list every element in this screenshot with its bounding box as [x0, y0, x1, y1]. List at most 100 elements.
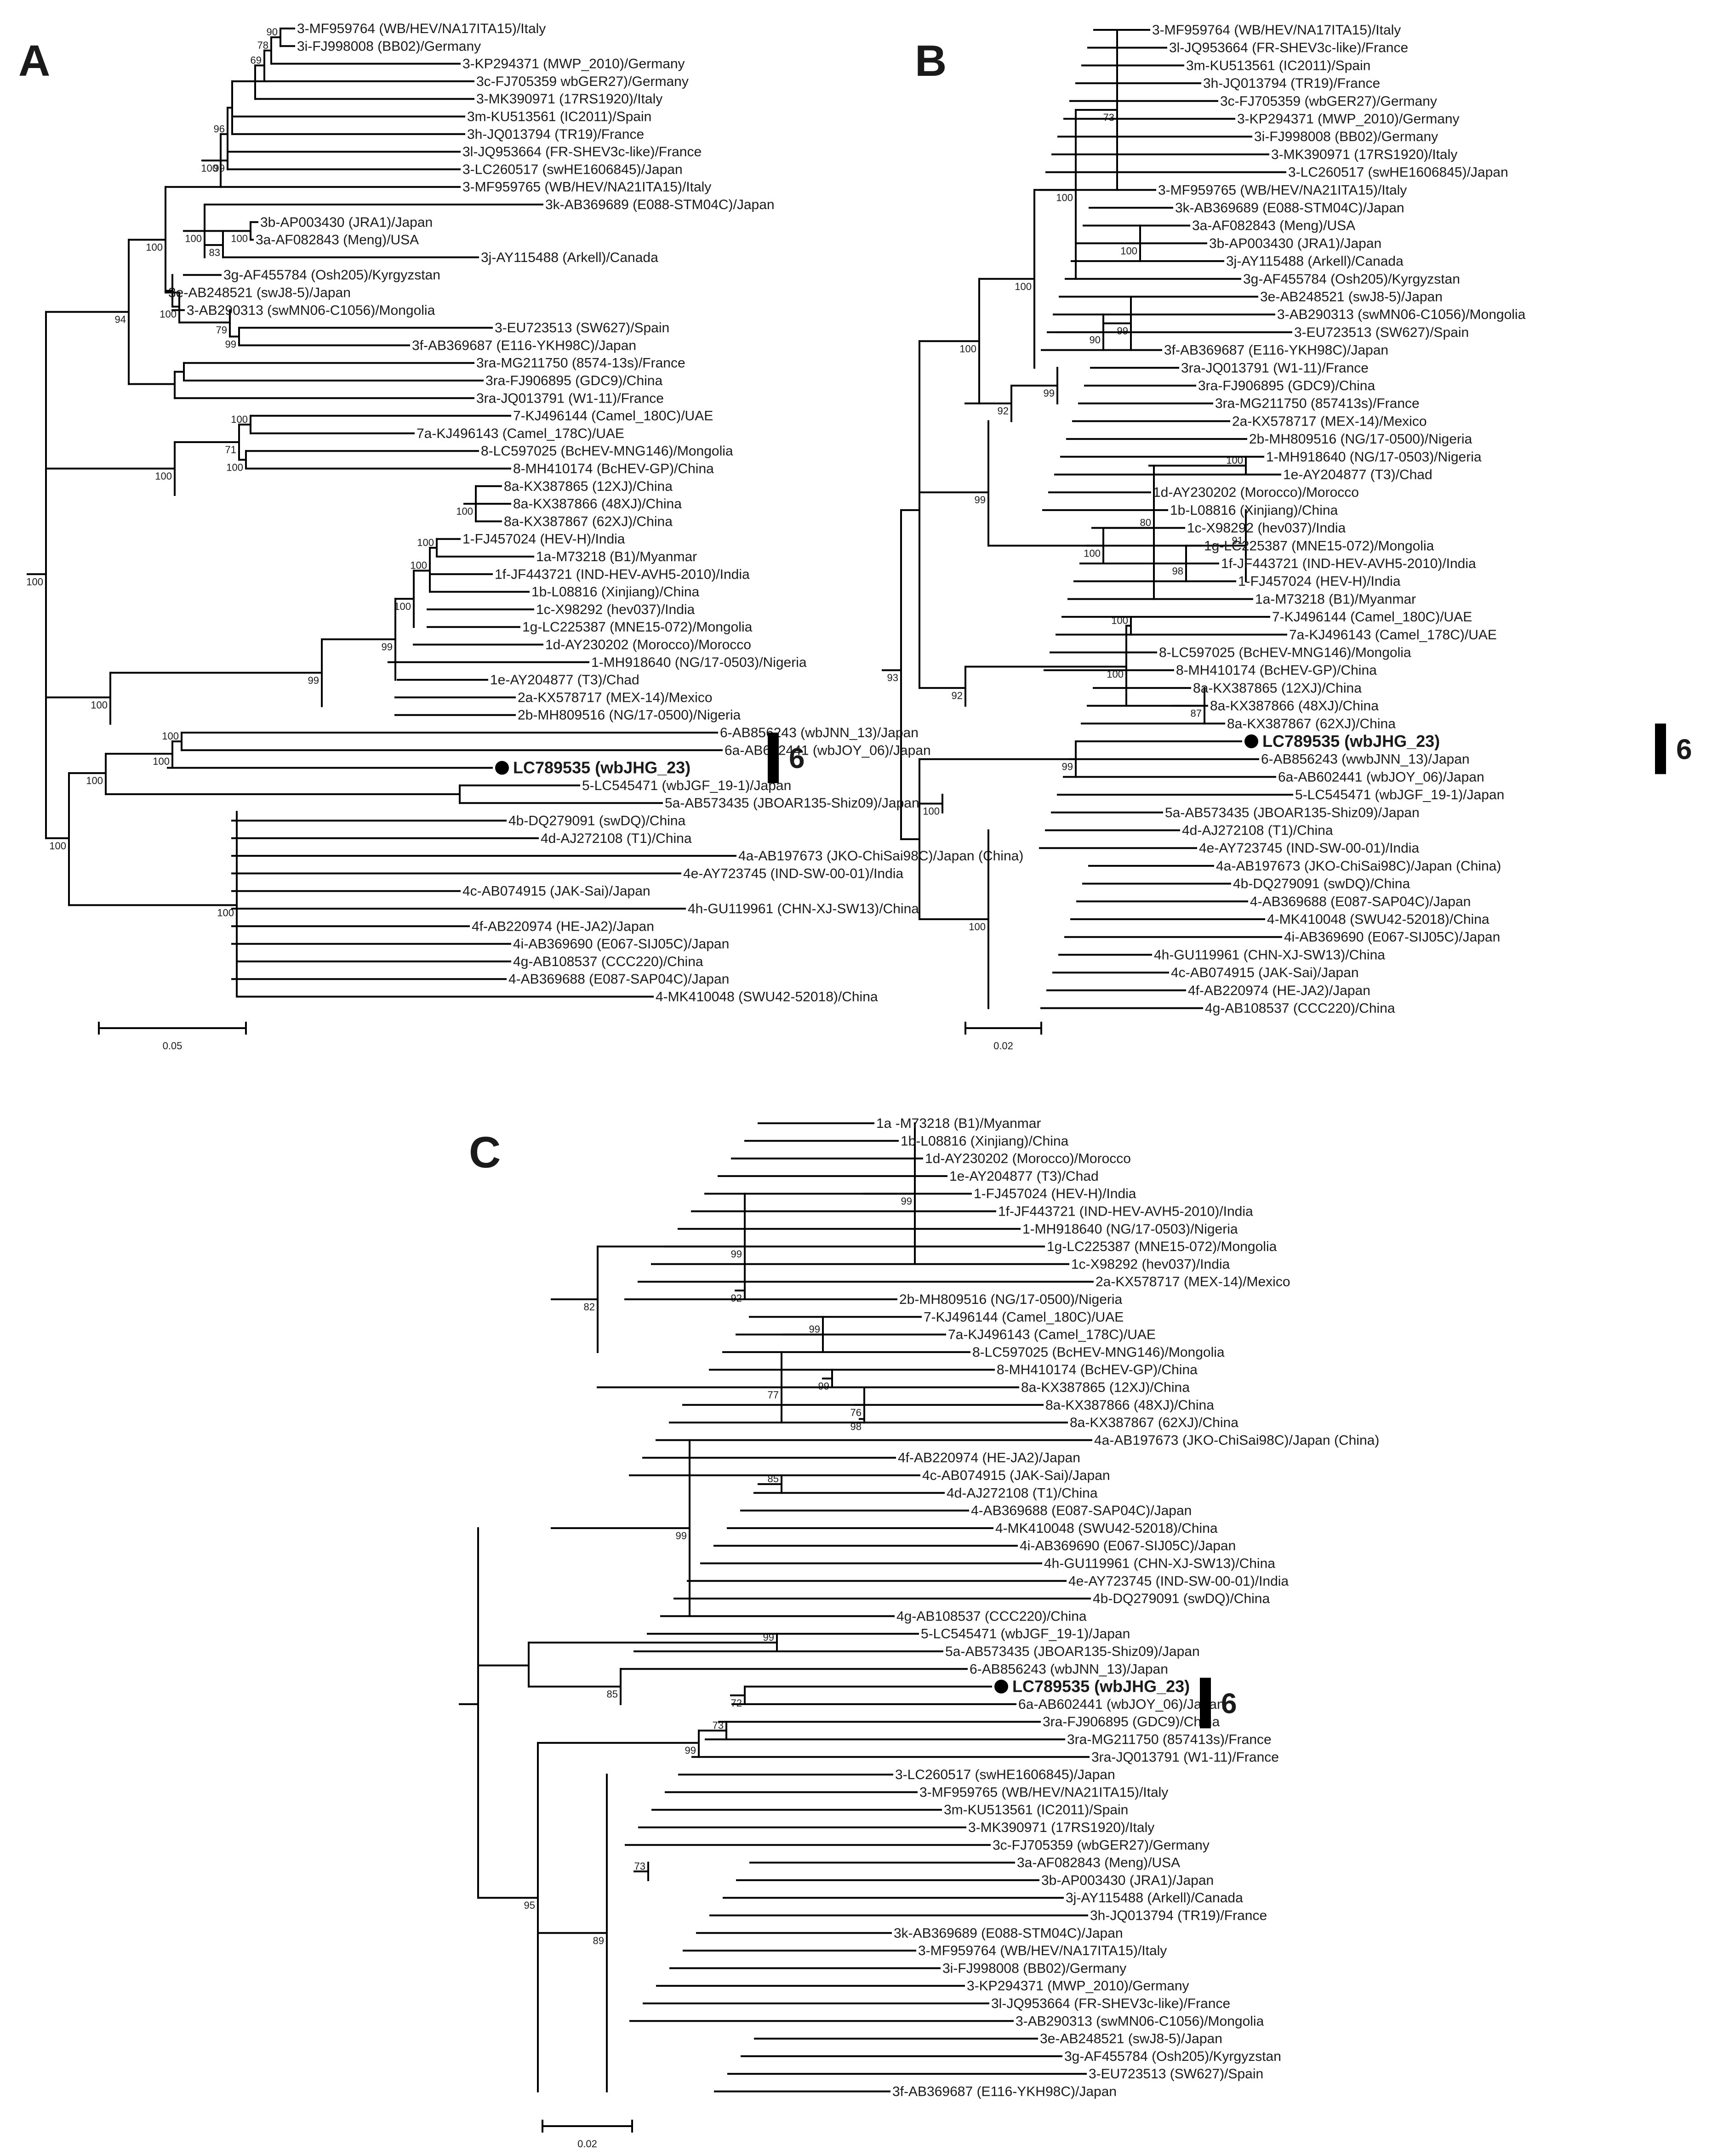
highlight-marker — [994, 1679, 1008, 1694]
bootstrap-value: 99 — [308, 675, 319, 686]
bootstrap-value: 100 — [162, 730, 179, 742]
leaf-label: 3-MK390971 (17RS1920)/Italy — [968, 1820, 1154, 1835]
leaf-label: 1e-AY204877 (T3)/Chad — [949, 1169, 1099, 1184]
bootstrap-value: 100 — [153, 756, 170, 767]
panel-letter: B — [915, 36, 947, 85]
bootstrap-value: 100 — [394, 601, 411, 612]
leaf-label: 4f-AB220974 (HE-JA2)/Japan — [472, 919, 654, 934]
leaf-label: 7a-KJ496143 (Camel_178C)/UAE — [1289, 627, 1497, 643]
leaf-label: 4g-AB108537 (CCC220)/China — [1205, 1001, 1395, 1016]
leaf-label: 4h-GU119961 (CHN-XJ-SW13)/China — [1044, 1556, 1275, 1571]
leaf-label: 1b-L08816 (Xinjiang)/China — [1170, 503, 1338, 518]
bootstrap-value: 99 — [685, 1745, 696, 1756]
leaf-label: 1a -M73218 (B1)/Myanmar — [876, 1116, 1041, 1131]
bootstrap-value: 78 — [257, 40, 268, 51]
leaf-label: 3k-AB369689 (E088-STM04C)/Japan — [1175, 200, 1404, 216]
bootstrap-value: 100 — [1056, 192, 1073, 203]
leaf-label: 3h-JQ013794 (TR19)/France — [467, 127, 644, 142]
leaf-label: 3-MF959764 (WB/HEV/NA17ITA15)/Italy — [297, 21, 546, 36]
leaf-label: 3-LC260517 (swHE1606845)/Japan — [462, 162, 683, 177]
leaf-label: 4e-AY723745 (IND-SW-00-01)/India — [1199, 841, 1419, 856]
bootstrap-value: 100 — [969, 921, 986, 933]
leaf-label: 4d-AJ272108 (T1)/China — [541, 831, 692, 846]
leaf-label: 3-AB290313 (swMN06-C1056)/Mongolia — [187, 303, 435, 318]
leaf-label: 3i-FJ998008 (BB02)/Germany — [1254, 129, 1438, 144]
leaf-label: 8-MH410174 (BcHEV-GP)/China — [513, 461, 714, 477]
bootstrap-value: 92 — [731, 1292, 742, 1304]
bootstrap-value: 90 — [1090, 334, 1101, 346]
leaf-label: 4i-AB369690 (E067-SIJ05C)/Japan — [1020, 1538, 1236, 1553]
leaf-label: 7-KJ496144 (Camel_180C)/UAE — [1272, 609, 1472, 625]
bootstrap-value: 79 — [216, 324, 227, 336]
leaf-label: 1-MH918640 (NG/17-0503)/Nigeria — [1022, 1222, 1238, 1237]
leaf-label: 3ra-MG211750 (857413s)/France — [1215, 396, 1420, 411]
bootstrap-value: 82 — [584, 1301, 595, 1313]
bootstrap-value: 76 — [850, 1407, 862, 1418]
bootstrap-value: 99 — [975, 494, 986, 506]
leaf-label: 3ra-JQ013791 (W1-11)/France — [1181, 360, 1369, 375]
bootstrap-value: 100 — [155, 471, 172, 482]
leaf-label: 3-MF959764 (WB/HEV/NA17ITA15)/Italy — [1152, 23, 1401, 38]
leaf-label: 1g-LC225387 (MNE15-072)/Mongolia — [522, 620, 753, 635]
leaf-label: 8-LC597025 (BcHEV-MNG146)/Mongolia — [481, 444, 733, 459]
leaf-label: 4c-AB074915 (JAK-Sai)/Japan — [922, 1468, 1110, 1483]
bootstrap-value: 100 — [91, 699, 108, 711]
bootstrap-value: 71 — [225, 444, 236, 455]
bootstrap-value: 100 — [410, 560, 427, 571]
leaf-label: 1d-AY230202 (Morocco)/Morocco — [545, 637, 751, 653]
bootstrap-value: 100 — [226, 461, 243, 473]
leaf-label: 2b-MH809516 (NG/17-0500)/Nigeria — [899, 1292, 1123, 1307]
leaf-label: 3e-AB248521 (swJ8-5)/Japan — [168, 285, 351, 301]
leaf-label: 4i-AB369690 (E067-SIJ05C)/Japan — [1284, 930, 1500, 945]
leaf-label: 1-MH918640 (NG/17-0503)/Nigeria — [1266, 449, 1482, 465]
leaf-label: 3i-FJ998008 (BB02)/Germany — [297, 39, 481, 54]
leaf-label: 3b-AP003430 (JRA1)/Japan — [1209, 236, 1381, 251]
leaf-label: 5-LC545471 (wbJGF_19-1)/Japan — [1295, 787, 1504, 802]
leaf-label: 6a-AB602441 (wbJOY_06)/Japan — [725, 743, 931, 758]
leaf-label: 3-MK390971 (17RS1920)/Italy — [1271, 147, 1457, 162]
leaf-label: 4a-AB197673 (JKO-ChiSai98C)/Japan (China… — [1094, 1433, 1379, 1448]
leaf-label: 6a-AB602441 (wbJOY_06)/Japan — [1278, 769, 1484, 785]
leaf-label: 4c-AB074915 (JAK-Sai)/Japan — [1171, 965, 1359, 980]
leaf-label: 3f-AB369687 (E116-YKH98C)/Japan — [412, 338, 636, 353]
bootstrap-value: 100 — [1120, 245, 1137, 256]
bootstrap-value: 93 — [887, 672, 898, 683]
leaf-label: 3e-AB248521 (swJ8-5)/Japan — [1040, 2031, 1222, 2047]
scale-bar-label: 0.02 — [993, 1040, 1013, 1052]
leaf-label: 3-KP294371 (MWP_2010)/Germany — [1237, 112, 1460, 127]
clade-label: 6 — [1221, 1688, 1237, 1719]
bootstrap-value: 100 — [26, 576, 43, 587]
leaf-label: 8-MH410174 (BcHEV-GP)/China — [1176, 663, 1377, 678]
bootstrap-value: 100 — [456, 506, 473, 517]
leaf-label: 3-KP294371 (MWP_2010)/Germany — [967, 1979, 1189, 1994]
leaf-label: 4c-AB074915 (JAK-Sai)/Japan — [462, 884, 651, 899]
panel-c-tree: C999982929977997698998599857273999589731… — [459, 1116, 1379, 2150]
bootstrap-value: 92 — [952, 690, 963, 701]
bootstrap-value: 98 — [1172, 565, 1183, 577]
leaf-label: 1e-AY204877 (T3)/Chad — [490, 672, 639, 688]
leaf-label: 7a-KJ496143 (Camel_178C)/UAE — [948, 1327, 1156, 1343]
leaf-label: 1f-JF443721 (IND-HEV-AVH5-2010)/India — [495, 567, 750, 582]
leaf-label: 3a-AF082843 (Meng)/USA — [1017, 1855, 1180, 1871]
leaf-label: 1d-AY230202 (Morocco)/Morocco — [1153, 485, 1359, 500]
leaf-label: 4f-AB220974 (HE-JA2)/Japan — [1188, 983, 1370, 998]
leaf-label: 3c-FJ705359 (wbGER27)/Germany — [1220, 94, 1437, 109]
leaf-label: 3l-JQ953664 (FR-SHEV3c-like)/France — [991, 1996, 1230, 2011]
bootstrap-value: 100 — [49, 840, 66, 852]
leaf-label: 4d-AJ272108 (T1)/China — [1182, 823, 1333, 838]
bootstrap-value: 100 — [231, 233, 248, 244]
leaf-label: 6a-AB602441 (wbJOY_06)/Japan — [1018, 1697, 1225, 1712]
leaf-label: 3b-AP003430 (JRA1)/Japan — [260, 215, 433, 230]
leaf-label: 5a-AB573435 (JBOAR135-Shiz09)/Japan — [1165, 805, 1420, 820]
leaf-label: 4-AB369688 (E087-SAP04C)/Japan — [508, 972, 729, 987]
leaf-label: 4-AB369688 (E087-SAP04C)/Japan — [1250, 894, 1471, 909]
leaf-label: 5-LC545471 (wbJGF_19-1)/Japan — [582, 778, 791, 793]
bootstrap-value: 99 — [1117, 325, 1128, 337]
leaf-label: 8-LC597025 (BcHEV-MNG146)/Mongolia — [972, 1345, 1225, 1360]
leaf-label: 4f-AB220974 (HE-JA2)/Japan — [898, 1451, 1080, 1466]
leaf-label: 3ra-FJ906895 (GDC9)/China — [1198, 378, 1375, 393]
bootstrap-value: 85 — [607, 1689, 618, 1700]
highlighted-leaf-label: LC789535 (wbJHG_23) — [513, 758, 691, 777]
leaf-label: 3-AB290313 (swMN06-C1056)/Mongolia — [1277, 307, 1526, 322]
